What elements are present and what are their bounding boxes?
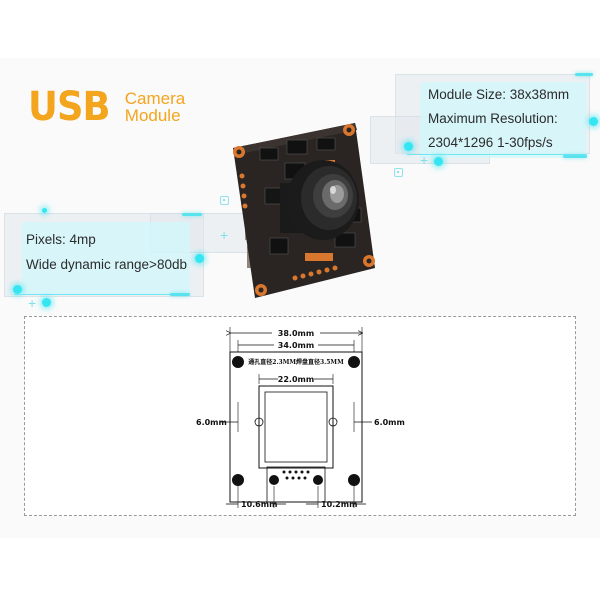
decor-dot: [42, 208, 47, 213]
spec-wdr: Wide dynamic range>80db: [26, 257, 187, 272]
decor-dot: [589, 117, 598, 126]
dim-right-margin: 6.0mm: [374, 418, 405, 427]
spec-pixels: Pixels: 4mp: [26, 232, 96, 247]
mounting-hole: [348, 474, 360, 486]
title-subtitle: Camera Module: [125, 90, 185, 124]
dim-overall-width: 38.0mm: [278, 329, 314, 338]
square-icon: [220, 196, 229, 205]
decor-dot: [13, 285, 22, 294]
square-icon: [394, 168, 403, 177]
decor-line: [14, 294, 189, 295]
title-usb: USB: [28, 84, 111, 130]
mounting-hole: [232, 474, 244, 486]
camera-module-pcb-icon: [233, 123, 375, 298]
spec-module-size: Module Size: 38x38mm: [428, 87, 570, 102]
spec-max-resolution-label: Maximum Resolution:: [428, 111, 558, 126]
mounting-hole: [348, 356, 360, 368]
spec-max-resolution-value: 2304*1296 1-30fps/s: [428, 135, 553, 150]
drawing-note: 通孔直径2.3MM焊盘直径3.5MM: [248, 358, 344, 366]
decor-bar: [575, 73, 593, 76]
decor-bar: [563, 155, 587, 158]
decor-dot: [195, 254, 204, 263]
decor-dot: [404, 142, 413, 151]
spec-panel-left: Pixels: 4mp Wide dynamic range>80db: [22, 222, 190, 294]
dim-left-margin: 6.0mm: [196, 418, 227, 427]
spec-panel-right: Module Size: 38x38mm Maximum Resolution:…: [420, 82, 586, 158]
decor-dot: [42, 298, 51, 307]
drawing-frame: [24, 316, 576, 516]
decor-dot: [434, 157, 443, 166]
dim-lens-holder-width: 22.0mm: [278, 375, 314, 384]
dimension-drawing: 38.0mm 34.0mm 通孔直径2.3MM焊盘直径3.5MM 22.0mm …: [196, 327, 405, 509]
dim-bottom-right: 10.2mm: [321, 500, 357, 509]
title-subtitle-line1: Camera: [124, 89, 186, 108]
decor-bar: [170, 293, 190, 296]
plus-icon: +: [420, 152, 429, 168]
decor-line: [407, 154, 587, 155]
plus-icon: +: [220, 227, 229, 243]
product-title: USB Camera Module: [28, 84, 185, 130]
title-subtitle-line2: Module: [124, 106, 181, 125]
decor-bar: [182, 213, 202, 216]
dim-hole-spacing: 34.0mm: [278, 341, 314, 350]
plus-icon: +: [28, 295, 37, 311]
mounting-hole: [232, 356, 244, 368]
dim-bottom-left: 10.6mm: [241, 500, 277, 509]
